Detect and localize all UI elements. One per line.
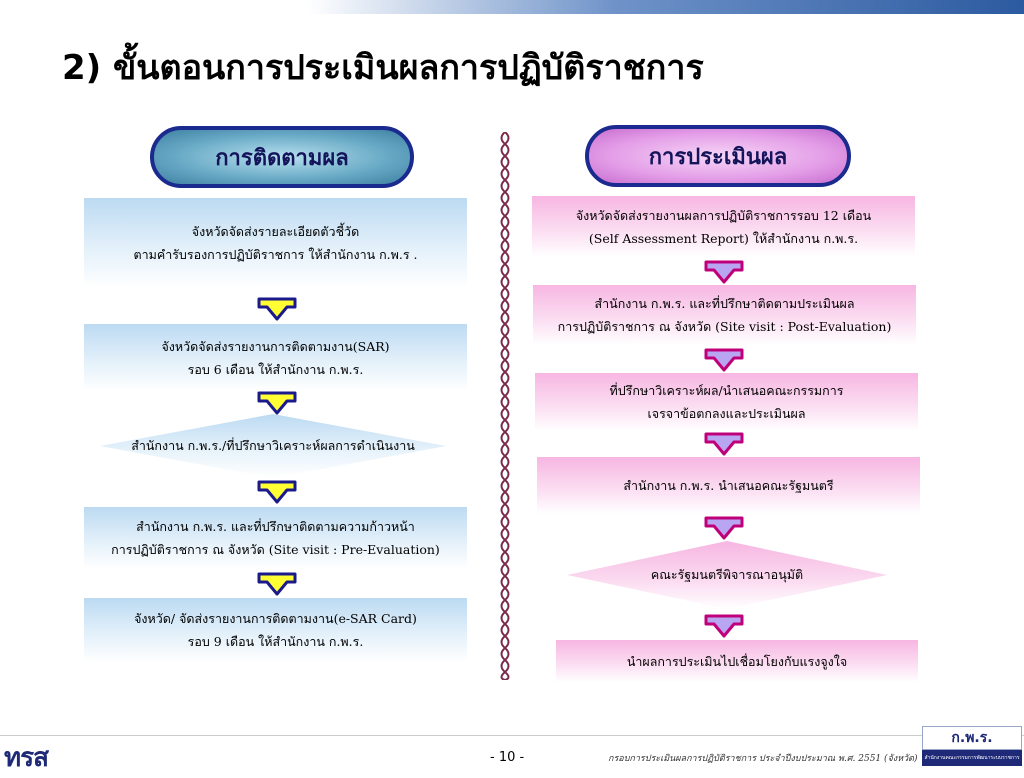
down-arrow-icon <box>257 480 297 504</box>
right-step-4-line1: สำนักงาน ก.พ.ร. นำเสนอคณะรัฐมนตรี <box>623 478 834 493</box>
right-step-3-line2: เจรจาข้อตกลงและประเมินผล <box>647 406 806 421</box>
right-step-2-line1: สำนักงาน ก.พ.ร. และที่ปรึกษาติดตามประเมิ… <box>594 296 855 311</box>
left-step-2: จังหวัดจัดส่งรายงานการติดตามงาน(SAR) รอบ… <box>84 324 467 391</box>
evaluation-header: การประเมินผล <box>585 125 851 187</box>
right-step-6-line1: นำผลการประเมินไปเชื่อมโยงกับแรงจูงใจ <box>626 653 848 669</box>
down-arrow-icon <box>257 572 297 596</box>
right-step-2-line2: การปฏิบัติราชการ ณ จังหวัด (Site visit :… <box>557 319 892 334</box>
left-step-1-line1: จังหวัดจัดส่งรายละเอียดตัวชี้วัด <box>191 224 360 239</box>
left-step-1-line2: ตามคำรับรองการปฏิบัติราชการ ให้สำนักงาน … <box>133 247 418 262</box>
right-step-5: คณะรัฐมนตรีพิจารณาอนุมัติ <box>567 541 887 609</box>
down-arrow-icon <box>704 516 744 540</box>
right-step-3: ที่ปรึกษาวิเคราะห์ผล/นำเสนอคณะกรรมการ เจ… <box>535 373 918 431</box>
down-arrow-icon <box>257 297 297 321</box>
right-step-3-line1: ที่ปรึกษาวิเคราะห์ผล/นำเสนอคณะกรรมการ <box>609 383 844 398</box>
right-step-2: สำนักงาน ก.พ.ร. และที่ปรึกษาติดตามประเมิ… <box>533 285 916 345</box>
down-arrow-icon <box>704 260 744 284</box>
left-step-4: สำนักงาน ก.พ.ร. และที่ปรึกษาติดตามความก้… <box>84 507 467 569</box>
left-step-2-line2: รอบ 6 เดือน ให้สำนักงาน ก.พ.ร. <box>187 361 364 377</box>
down-arrow-icon <box>704 348 744 372</box>
tors-logo: ทรส <box>4 743 49 773</box>
left-step-3-line1: สำนักงาน ก.พ.ร./ที่ปรึกษาวิเคราะห์ผลการด… <box>131 438 415 453</box>
right-step-1-line2: (Self Assessment Report) ให้สำนักงาน ก.พ… <box>588 230 859 246</box>
footer-divider <box>0 735 1024 736</box>
right-step-6: นำผลการประเมินไปเชื่อมโยงกับแรงจูงใจ <box>556 640 918 682</box>
monitoring-header: การติดตามผล <box>150 126 414 188</box>
right-step-4: สำนักงาน ก.พ.ร. นำเสนอคณะรัฐมนตรี <box>537 457 920 514</box>
column-divider <box>500 132 510 680</box>
opdc-logo: ก.พ.ร. สำนักงานคณะกรรมการพัฒนาระบบราชการ <box>922 726 1022 766</box>
page-number: - 10 - <box>490 750 525 765</box>
right-step-1-line1: จังหวัดจัดส่งรายงานผลการปฏิบัติราชการรอบ… <box>575 207 872 223</box>
left-step-2-line1: จังหวัดจัดส่งรายงานการติดตามงาน(SAR) <box>161 338 390 354</box>
left-step-1: จังหวัดจัดส่งรายละเอียดตัวชี้วัด ตามคำรั… <box>84 198 467 288</box>
opdc-logo-text: ก.พ.ร. <box>922 726 1022 750</box>
top-banner <box>0 0 1024 14</box>
down-arrow-icon <box>704 614 744 638</box>
down-arrow-icon <box>704 432 744 456</box>
left-step-5-line1: จังหวัด/ จัดส่งรายงานการติดตามงาน(e-SAR … <box>134 611 417 626</box>
right-step-1: จังหวัดจัดส่งรายงานผลการปฏิบัติราชการรอบ… <box>532 196 915 257</box>
left-step-5-line2: รอบ 9 เดือน ให้สำนักงาน ก.พ.ร. <box>187 634 364 649</box>
right-step-5-line1: คณะรัฐมนตรีพิจารณาอนุมัติ <box>650 567 804 582</box>
opdc-logo-subtext: สำนักงานคณะกรรมการพัฒนาระบบราชการ <box>922 750 1022 766</box>
left-step-4-line1: สำนักงาน ก.พ.ร. และที่ปรึกษาติดตามความก้… <box>136 519 415 534</box>
left-step-3: สำนักงาน ก.พ.ร./ที่ปรึกษาวิเคราะห์ผลการด… <box>100 414 446 478</box>
page-title: 2) ขั้นตอนการประเมินผลการปฏิบัติราชการ <box>62 48 704 88</box>
left-step-5: จังหวัด/ จัดส่งรายงานการติดตามงาน(e-SAR … <box>84 598 467 662</box>
down-arrow-icon <box>257 391 297 415</box>
footer-caption: กรอบการประเมินผลการปฏิบัติราชการ ประจำปี… <box>608 754 918 764</box>
left-step-4-line2: การปฏิบัติราชการ ณ จังหวัด (Site visit :… <box>111 542 440 557</box>
